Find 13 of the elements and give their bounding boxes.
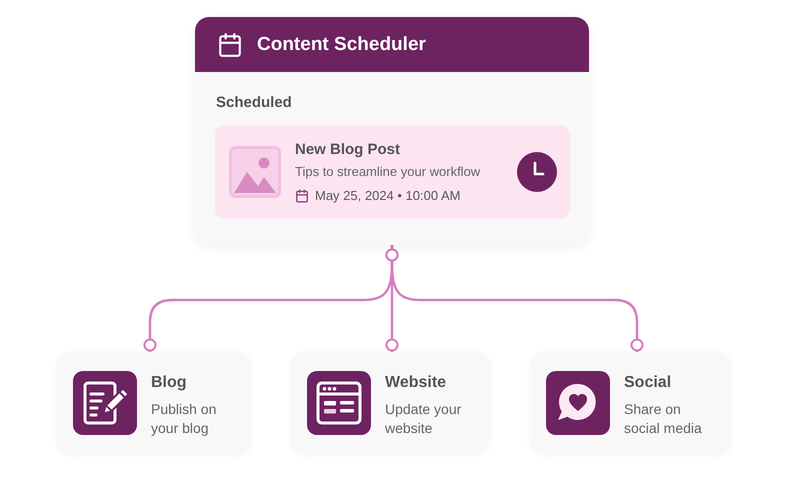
post-title: New Blog Post	[295, 141, 402, 158]
channel-title: Blog	[151, 374, 188, 392]
scheduled-post-card	[215, 125, 570, 219]
channel-description: Publish on your blog	[151, 400, 218, 438]
post-description: Tips to streamline your workflow	[295, 164, 480, 179]
post-date-time: May 25, 2024 • 10:00 AM	[315, 188, 460, 203]
panel-title: Content Scheduler	[257, 34, 426, 56]
channel-description: Share on social media	[624, 400, 703, 438]
channel-title: Social	[624, 374, 672, 392]
channel-title: Website	[385, 374, 448, 392]
section-label: Scheduled	[216, 94, 292, 111]
connector-line	[386, 245, 644, 352]
channel-description: Update your website	[385, 400, 462, 438]
